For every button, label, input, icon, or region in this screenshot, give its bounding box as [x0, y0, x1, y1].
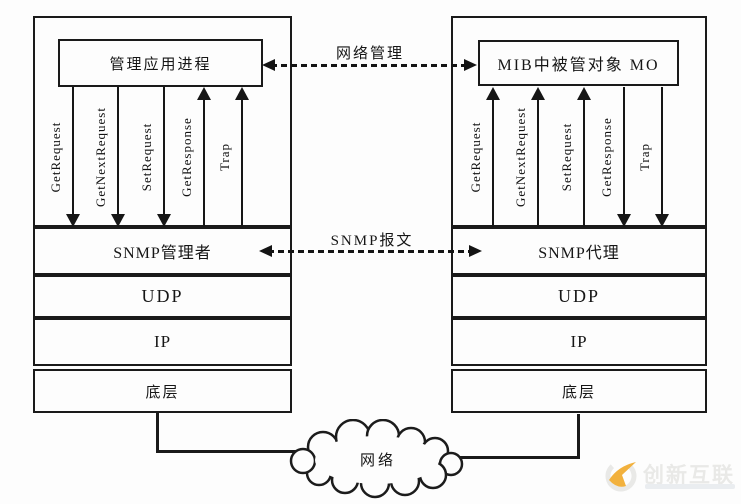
watermark-logo-icon — [605, 460, 637, 492]
watermark-subtext-bar — [645, 484, 735, 489]
arrow-head-down-icon — [111, 214, 125, 227]
manager-app-box: 管理应用进程 — [58, 39, 263, 87]
arrow-head-up-icon — [197, 87, 211, 100]
arrow-head-down-icon — [66, 214, 80, 227]
agent-label-getresponse: GetResponse — [599, 117, 614, 197]
agent-cloud-connector-vertical — [577, 414, 580, 459]
arrow-shaft — [72, 87, 74, 215]
arrow-head-down-icon — [655, 214, 669, 227]
agent-layer-lower-label: 底层 — [561, 384, 596, 401]
arrow-shaft — [623, 87, 625, 215]
network-cloud — [289, 419, 464, 499]
manager-layer-snmp-label: SNMP管理者 — [113, 245, 212, 262]
manager-arrow-setrequest — [157, 87, 171, 227]
arrow-head-up-icon — [235, 87, 249, 100]
arrow-shaft — [583, 99, 585, 227]
arrow-shaft — [661, 87, 663, 215]
agent-layer-udp: UDP — [451, 275, 707, 318]
agent-label-getrequest: GetRequest — [468, 121, 483, 193]
agent-mib-box: MIB中被管对象 MO — [478, 40, 679, 86]
agent-arrow-trap — [655, 87, 669, 227]
agent-label-setrequest: SetRequest — [559, 122, 574, 192]
manager-arrow-getresponse — [197, 87, 211, 227]
link-snmp-message-label: SNMP报文 — [330, 233, 414, 249]
agent-layer-udp-label: UDP — [557, 286, 600, 306]
agent-cloud-connector-horizontal — [460, 456, 580, 459]
arrow-head-up-icon — [577, 87, 591, 100]
agent-arrow-getresponse — [617, 87, 631, 227]
manager-arrow-getnextrequest — [111, 87, 125, 227]
cloud-label: 网络 — [359, 453, 396, 469]
manager-layer-lower-label: 底层 — [145, 384, 180, 401]
manager-layer-udp: UDP — [33, 275, 292, 318]
arrow-head-left-icon — [262, 59, 275, 71]
manager-label-getnextrequest: GetNextRequest — [93, 107, 108, 207]
manager-layer-snmp: SNMP管理者 — [33, 227, 292, 275]
manager-app-label: 管理应用进程 — [109, 56, 212, 73]
agent-label-trap: Trap — [637, 142, 652, 172]
arrow-shaft — [537, 99, 539, 227]
agent-layer-ip-label: IP — [570, 332, 588, 351]
arrow-shaft — [117, 87, 119, 215]
arrow-head-left-icon — [259, 245, 272, 257]
agent-arrow-getrequest — [486, 87, 500, 227]
manager-layer-ip-label: IP — [153, 332, 172, 351]
arrow-shaft — [241, 99, 243, 227]
manager-cloud-connector-vertical — [156, 413, 159, 453]
arrow-head-right-icon — [469, 245, 482, 257]
manager-layer-ip: IP — [33, 318, 292, 366]
manager-label-getresponse: GetResponse — [179, 117, 194, 197]
manager-layer-udp-label: UDP — [141, 286, 184, 306]
arrow-head-right-icon — [464, 59, 477, 71]
agent-layer-snmp: SNMP代理 — [451, 227, 707, 275]
agent-layer-lower: 底层 — [451, 369, 707, 413]
manager-label-setrequest: SetRequest — [139, 122, 154, 192]
arrow-head-down-icon — [617, 214, 631, 227]
link-snmp-message-line — [268, 250, 472, 253]
link-network-management-line — [271, 64, 467, 67]
arrow-shaft — [492, 99, 494, 227]
manager-arrow-trap — [235, 87, 249, 227]
manager-label-trap: Trap — [217, 142, 232, 172]
agent-mib-label: MIB中被管对象 MO — [497, 57, 660, 74]
agent-arrow-getnextrequest — [531, 87, 545, 227]
arrow-shaft — [163, 87, 165, 215]
manager-arrow-getrequest — [66, 87, 80, 227]
manager-cloud-connector-horizontal — [156, 450, 300, 453]
agent-layer-ip: IP — [451, 318, 707, 366]
arrow-head-up-icon — [531, 87, 545, 100]
link-network-management-label: 网络管理 — [335, 46, 404, 62]
arrow-shaft — [203, 99, 205, 227]
arrow-head-up-icon — [486, 87, 500, 100]
agent-arrow-setrequest — [577, 87, 591, 227]
manager-label-getrequest: GetRequest — [48, 121, 63, 193]
arrow-head-down-icon — [157, 214, 171, 227]
agent-layer-snmp-label: SNMP代理 — [538, 245, 620, 262]
watermark-brand-text: 创新互联 — [643, 464, 735, 487]
agent-label-getnextrequest: GetNextRequest — [513, 107, 528, 207]
manager-layer-lower: 底层 — [33, 369, 292, 413]
